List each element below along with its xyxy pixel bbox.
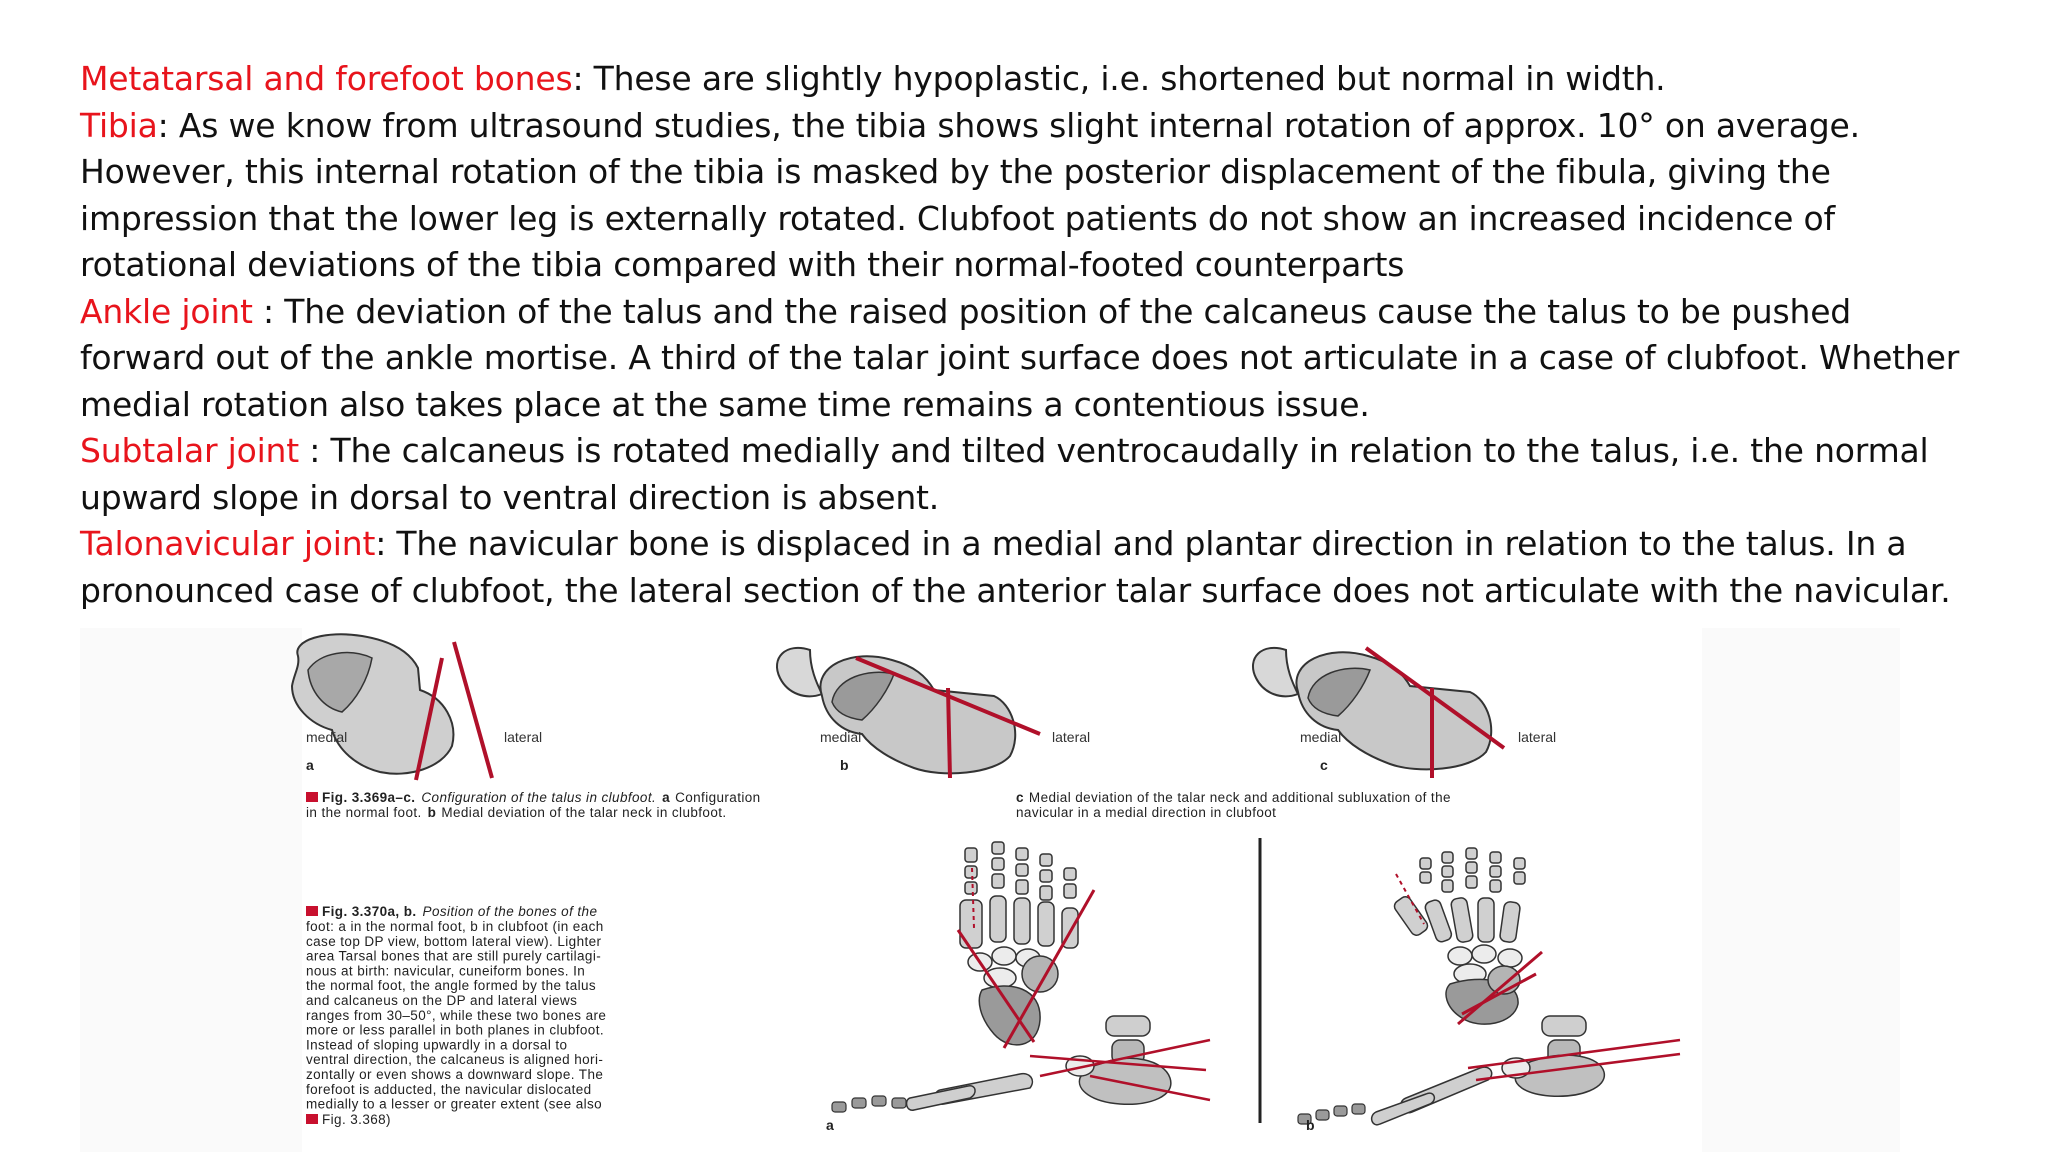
fig369b-lateral: lateral xyxy=(1052,729,1090,745)
fig369c-medial: medial xyxy=(1300,729,1341,745)
fig369-panel-c: medial lateral c xyxy=(1251,646,1556,778)
figure-area: medial lateral a medial lateral b medial… xyxy=(80,628,1900,1152)
fig369-caption-line1: Fig. 3.369a–c.Configuration of the talus… xyxy=(322,790,761,805)
paragraph-subtalar: Subtalar joint : The calcaneus is rotate… xyxy=(80,428,1980,521)
paragraph-ankle: Ankle joint : The deviation of the talus… xyxy=(80,289,1980,429)
paragraph-tibia: Tibia: As we know from ultrasound studie… xyxy=(80,103,1980,289)
text-tibia: : As we know from ultrasound studies, th… xyxy=(80,105,1860,285)
paragraph-talonavicular: Talonavicular joint: The navicular bone … xyxy=(80,521,1980,614)
fig370-caption-line: zontally or even shows a downward slope.… xyxy=(306,1067,603,1082)
term-tibia: Tibia xyxy=(80,105,158,145)
fig369-caption: Fig. 3.369a–c.Configuration of the talus… xyxy=(306,790,1451,820)
term-subtalar: Subtalar joint xyxy=(80,431,299,470)
fig369a-lateral: lateral xyxy=(504,729,542,745)
fig370-caption-lines: foot: a in the normal foot, b in clubfoo… xyxy=(306,919,606,1112)
fig369a-letter: a xyxy=(306,757,314,773)
fig370-caption-line: Instead of sloping upwardly in a dorsal … xyxy=(306,1037,567,1052)
fig370-caption-line: ventral direction, the calcaneus is alig… xyxy=(306,1052,603,1067)
fig369c-lateral: lateral xyxy=(1518,729,1556,745)
text-metatarsal: : These are slightly hypoplastic, i.e. s… xyxy=(572,59,1666,98)
fig369b-medial: medial xyxy=(820,729,861,745)
fig370-caption-line: nous at birth: navicular, cuneiform bone… xyxy=(306,963,585,978)
fig370-caption-line: ranges from 30–50°, while these two bone… xyxy=(306,1008,606,1023)
term-metatarsal: Metatarsal and forefoot bones xyxy=(80,59,573,98)
fig369a-medial: medial xyxy=(306,729,347,745)
text-ankle: : The deviation of the talus and the rai… xyxy=(80,291,1960,424)
fig370-caption: Fig. 3.370a, b.Position of the bones of … xyxy=(306,904,606,1127)
fig370-caption-line: foot: a in the normal foot, b in clubfoo… xyxy=(306,919,604,934)
fig370-caption-head: Fig. 3.370a, b.Position of the bones of … xyxy=(322,904,597,919)
fig370-caption-line: area Tarsal bones that are still purely … xyxy=(306,949,601,964)
fig370-caption-line: the normal foot, the angle formed by the… xyxy=(306,978,596,993)
text-subtalar: : The calcaneus is rotated medially and … xyxy=(80,431,1929,517)
fig370b-letter: b xyxy=(1306,1117,1315,1133)
paragraph-metatarsal: Metatarsal and forefoot bones: These are… xyxy=(80,56,1980,103)
fig370-caption-line: forefoot is adducted, the navicular disl… xyxy=(306,1082,592,1097)
text-talonavicular: : The navicular bone is displaced in a m… xyxy=(80,524,1951,610)
fig370-caption-line: and calcaneus on the DP and lateral view… xyxy=(306,993,577,1008)
term-ankle: Ankle joint xyxy=(80,291,253,331)
fig369c-letter: c xyxy=(1320,757,1328,773)
fig370a-letter: a xyxy=(826,1117,834,1133)
fig370-caption-last: Fig. 3.368) xyxy=(322,1112,391,1127)
fig370-panel-b: b xyxy=(1297,847,1681,1133)
fig370-caption-line: more or less parallel in both planes in … xyxy=(306,1023,604,1038)
fig369-caption-c2: navicular in a medial direction in clubf… xyxy=(1016,805,1276,820)
fig370-panel-a: a xyxy=(826,841,1211,1133)
fig370-caption-line: case top DP view, bottom lateral view). … xyxy=(306,934,602,949)
fig369-panel-b: medial lateral b xyxy=(775,647,1090,779)
term-talonavicular: Talonavicular joint xyxy=(80,524,376,563)
body-text: Metatarsal and forefoot bones: These are… xyxy=(80,56,1980,614)
fig369-panel-a: medial lateral a xyxy=(290,633,542,781)
fig369b-letter: b xyxy=(840,757,849,773)
fig370-caption-line: medially to a lesser or greater extent (… xyxy=(306,1097,602,1112)
figure-svg: medial lateral a medial lateral b medial… xyxy=(290,633,1681,1133)
